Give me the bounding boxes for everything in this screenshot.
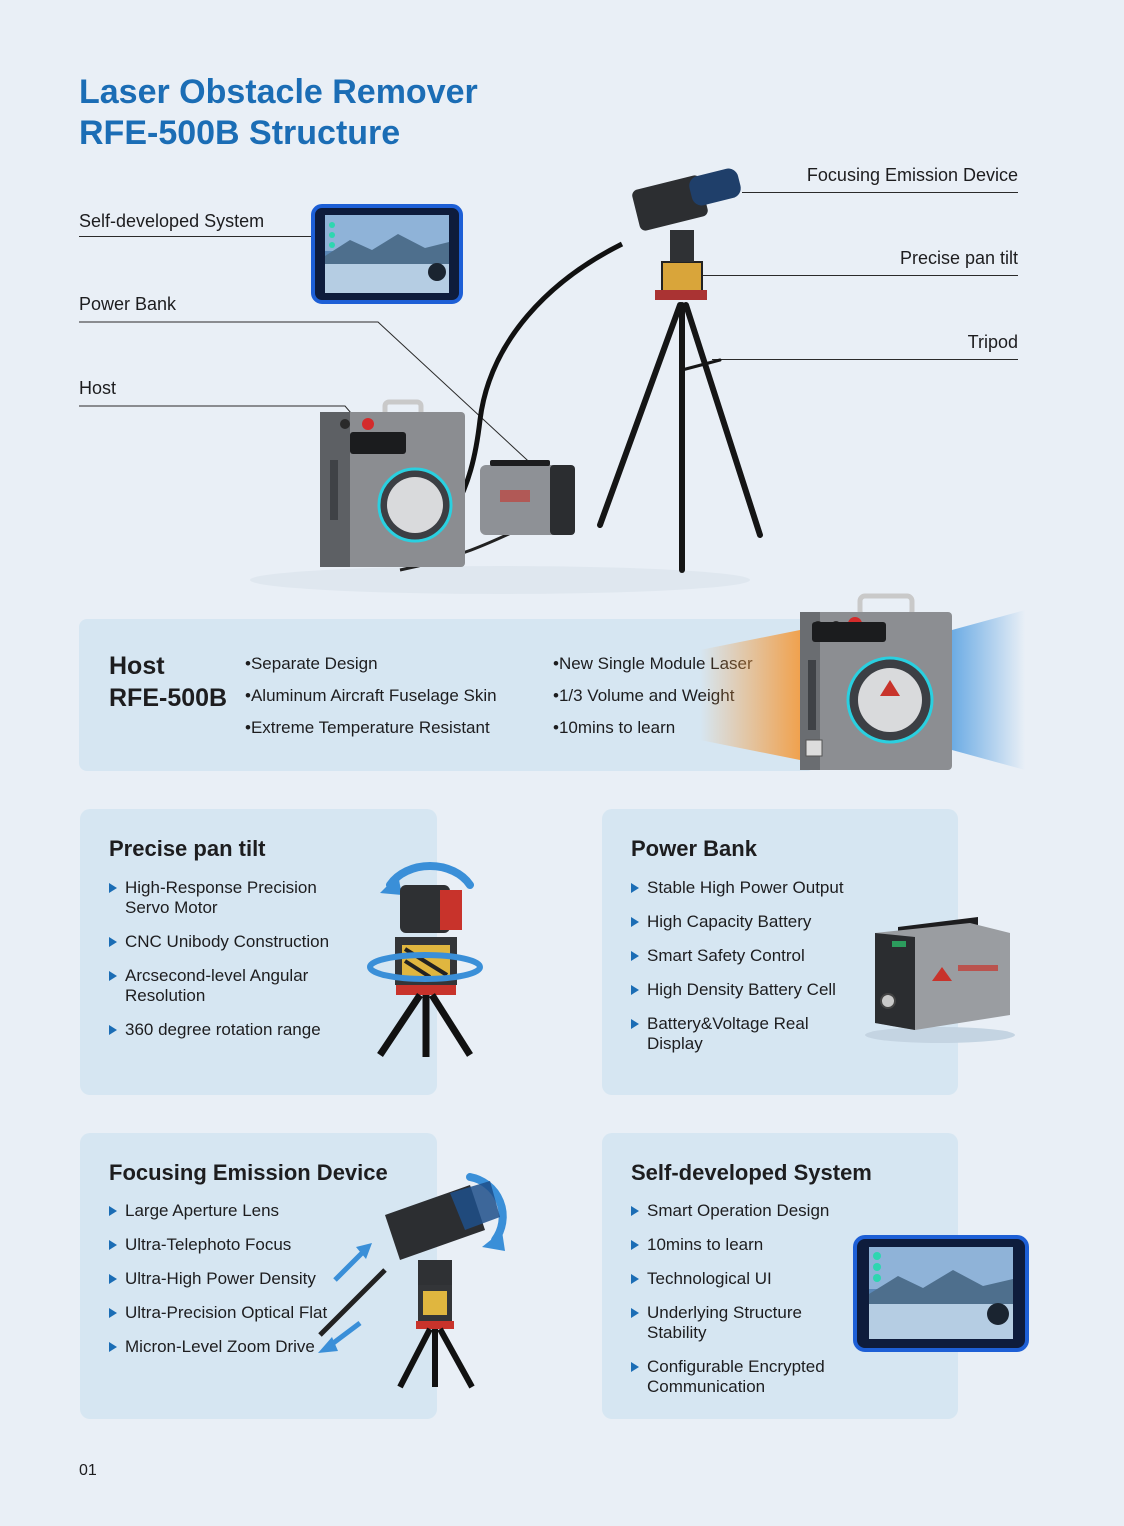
list-item: High Capacity Battery [631,912,866,932]
callout-focusing-emission-device: Focusing Emission Device [806,165,1018,185]
host-banner-title-line-1: Host [109,652,165,680]
card-system-features: Smart Operation Design 10mins to learn T… [631,1201,856,1411]
list-item: High-Response Precision Servo Motor [109,878,359,918]
power-bank-product-illustration [865,917,1015,1043]
list-item: Battery&Voltage Real Display [631,1014,866,1054]
host-banner-title-line-2: RFE-500B [109,684,228,712]
callout-rule [700,275,1018,276]
bullet-arrow-icon [109,1342,117,1352]
list-item: Smart Safety Control [631,946,866,966]
leader-line-power-bank [79,321,566,496]
callout-rule [742,192,1018,193]
bullet-arrow-icon [631,1240,639,1250]
callout-rule [712,359,1018,360]
list-item: 10mins to learn [631,1235,856,1255]
bullet-arrow-icon [109,883,117,893]
card-focusing-title: Focusing Emission Device [109,1160,388,1185]
callout-power-bank: Power Bank [79,294,177,314]
list-item: Arcsecond-level Angular Resolution [109,966,359,1006]
page-title-line-2: RFE-500B Structure [79,114,401,152]
bullet-arrow-icon [109,1025,117,1035]
pan-tilt-illustration [367,862,483,1057]
power-bank-illustration [480,460,575,535]
card-pan-tilt [80,809,437,1095]
callout-host: Host [79,378,117,398]
list-item: Micron-Level Zoom Drive [109,1337,339,1357]
callout-precise-pan-tilt: Precise pan tilt [899,248,1018,268]
callout-rule [79,236,314,237]
bullet-arrow-icon [631,917,639,927]
hero-product-illustration [250,168,763,594]
list-item: Ultra-Telephoto Focus [109,1235,339,1255]
tripod-illustration [597,261,763,573]
list-item: Ultra-Precision Optical Flat [109,1303,339,1323]
page-title-line-1: Laser Obstacle Remover [79,73,478,111]
list-item: Underlying Structure Stability [631,1303,856,1343]
list-item: Smart Operation Design [631,1201,856,1221]
bullet-arrow-icon [109,1274,117,1284]
page-number: 01 [79,1462,97,1479]
host-illustration [320,399,465,567]
bullet-arrow-icon [109,1240,117,1250]
tablet-illustration [311,204,463,304]
card-pan-tilt-title: Precise pan tilt [109,836,266,861]
bullet-arrow-icon [631,1274,639,1284]
list-item: Technological UI [631,1269,856,1289]
bullet-arrow-icon [109,937,117,947]
host-features-col1: •Separate Design •Aluminum Aircraft Fuse… [245,648,497,744]
host-feature: •Extreme Temperature Resistant [245,718,490,737]
host-feature: •Aluminum Aircraft Fuselage Skin [245,686,497,705]
bullet-arrow-icon [109,1206,117,1216]
bullet-arrow-icon [631,1019,639,1029]
emission-head-illustration [632,168,741,262]
focusing-device-illustration [318,1173,507,1389]
card-power-bank-title: Power Bank [631,836,757,861]
list-item: Configurable Encrypted Communication [631,1357,856,1397]
tablet-product-illustration [853,1235,1029,1352]
host-feature: •10mins to learn [553,718,676,737]
bullet-arrow-icon [631,985,639,995]
bullet-arrow-icon [109,1308,117,1318]
bullet-arrow-icon [631,1206,639,1216]
bullet-arrow-icon [631,951,639,961]
card-pan-tilt-features: High-Response Precision Servo Motor CNC … [109,878,359,1054]
host-feature: •Separate Design [245,654,378,673]
page-title: Laser Obstacle Remover RFE-500B Structur… [79,72,639,154]
card-power-bank-features: Stable High Power Output High Capacity B… [631,878,866,1068]
list-item: Large Aperture Lens [109,1201,339,1221]
host-features-col2: •New Single Module Laser •1/3 Volume and… [553,648,753,744]
callout-self-developed-system: Self-developed System [79,211,265,231]
list-item: High Density Battery Cell [631,980,866,1000]
list-item: CNC Unibody Construction [109,932,359,952]
list-item: Ultra-High Power Density [109,1269,339,1289]
bullet-arrow-icon [631,1308,639,1318]
bullet-arrow-icon [109,971,117,981]
list-item: Stable High Power Output [631,878,866,898]
host-banner [79,619,815,771]
card-focusing-features: Large Aperture Lens Ultra-Telephoto Focu… [109,1201,339,1371]
host-feature: •1/3 Volume and Weight [553,686,735,705]
callout-tripod: Tripod [967,332,1018,352]
bullet-arrow-icon [631,1362,639,1372]
host-machine-illustration [700,593,1025,770]
list-item: 360 degree rotation range [109,1020,359,1040]
host-banner-title: Host RFE-500B [109,650,227,714]
bullet-arrow-icon [631,883,639,893]
card-system-title: Self-developed System [631,1160,872,1185]
